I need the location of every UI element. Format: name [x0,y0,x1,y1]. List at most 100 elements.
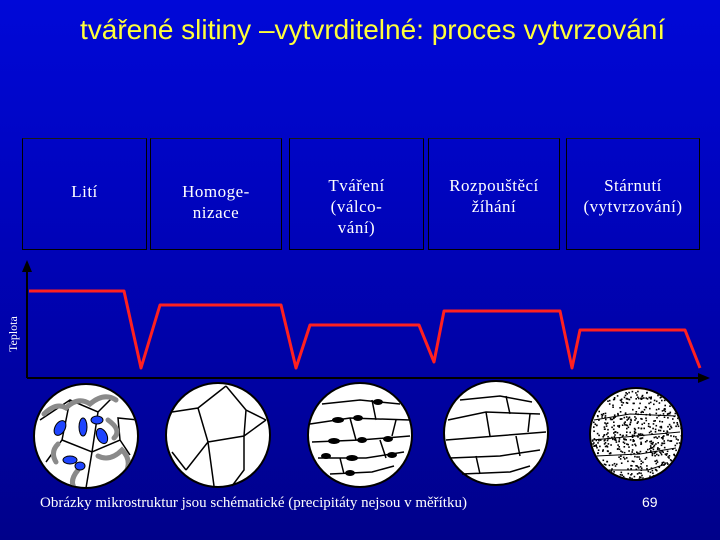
fine-precipitate [623,451,626,454]
fine-precipitate [606,433,608,436]
fine-precipitate [614,434,616,436]
fine-precipitate [662,451,664,453]
fine-precipitate [652,423,655,425]
fine-precipitate [608,399,611,402]
fine-precipitate [669,440,671,442]
fine-precipitate [654,420,656,422]
fine-precipitate [654,460,656,462]
fine-precipitate [623,442,626,445]
fine-precipitate [666,453,668,455]
fine-precipitate [656,448,659,450]
fine-precipitate [655,443,657,445]
fine-precipitate [628,398,631,401]
fine-precipitate [656,453,658,456]
fine-precipitate [663,399,666,402]
fine-precipitate [650,440,653,442]
fine-precipitate [607,436,609,438]
fine-precipitate [647,470,650,473]
fine-precipitate [674,454,676,457]
fine-precipitate [657,447,659,449]
fine-precipitate [602,436,604,438]
fine-precipitate [641,418,643,420]
fine-precipitate [667,412,670,415]
fine-precipitate [625,416,628,418]
fine-precipitate [636,465,638,467]
fine-precipitate [658,435,660,438]
fine-precipitate [603,434,606,436]
fine-precipitate [669,428,671,430]
fine-precipitate [599,439,602,441]
fine-precipitate [646,391,648,394]
fine-precipitate [597,452,599,455]
fine-precipitate [611,426,613,429]
fine-precipitate [633,452,635,455]
fine-precipitate [633,434,635,437]
fine-precipitate [661,421,664,423]
fine-precipitate [632,439,635,441]
fine-precipitate [640,441,642,444]
fine-precipitate [606,422,609,424]
fine-precipitate [653,445,655,448]
fine-precipitate [603,426,606,428]
fine-precipitate [666,434,668,436]
step-aging-label-2: (vytvrzování) [583,197,683,216]
fine-precipitate [653,399,656,402]
fine-precipitate [675,425,677,428]
fine-precipitate [645,397,648,399]
caption: Obrázky mikrostruktur jsou schématické (… [40,495,467,511]
fine-precipitate [635,411,638,413]
fine-precipitate [649,401,652,404]
fine-precipitate [666,462,668,464]
fine-precipitate [667,434,669,436]
fine-precipitate [677,439,679,441]
fine-precipitate [622,441,625,443]
fine-precipitate [602,459,605,462]
fine-precipitate [661,442,663,444]
fine-precipitate [613,397,616,399]
fine-precipitate [627,426,630,429]
fine-precipitate [656,459,658,462]
fine-precipitate [658,466,661,469]
fine-precipitate [673,453,675,456]
fine-precipitate [647,448,649,451]
fine-precipitate [660,437,663,439]
fine-precipitate [651,452,654,455]
fine-precipitate [637,433,640,435]
fine-precipitate [616,431,619,434]
fine-precipitate [619,433,622,436]
fine-precipitate [627,468,629,470]
fine-precipitate [634,419,636,421]
fine-precipitate [622,475,625,478]
step-casting-label: Lití [71,182,98,201]
fine-precipitate [594,423,597,425]
fine-precipitate [641,395,643,398]
fine-precipitate [627,443,629,446]
fine-precipitate [652,427,654,430]
fine-precipitate [670,459,673,462]
fine-precipitate [631,390,634,393]
fine-precipitate [637,396,639,399]
fine-precipitate [626,398,629,400]
fine-precipitate [637,436,639,438]
fine-precipitate [604,412,607,415]
fine-precipitate [612,404,614,407]
fine-precipitate [601,416,603,418]
cast-microstructure [33,383,139,489]
fine-precipitate [617,448,619,450]
fine-precipitate [677,417,679,420]
fine-precipitate [613,462,616,465]
fine-precipitate [607,432,609,434]
fine-precipitate [630,468,632,470]
fine-precipitate [642,477,644,479]
fine-precipitate [614,431,617,433]
fine-precipitate [639,458,641,460]
fine-precipitate [656,461,659,463]
fine-precipitate [631,477,633,479]
x-axis-arrow [698,373,710,383]
aged-microstructure [589,387,683,481]
fine-precipitate [618,446,620,448]
fine-precipitate [648,431,651,434]
fine-precipitate [604,428,606,430]
fine-precipitate [613,436,616,438]
